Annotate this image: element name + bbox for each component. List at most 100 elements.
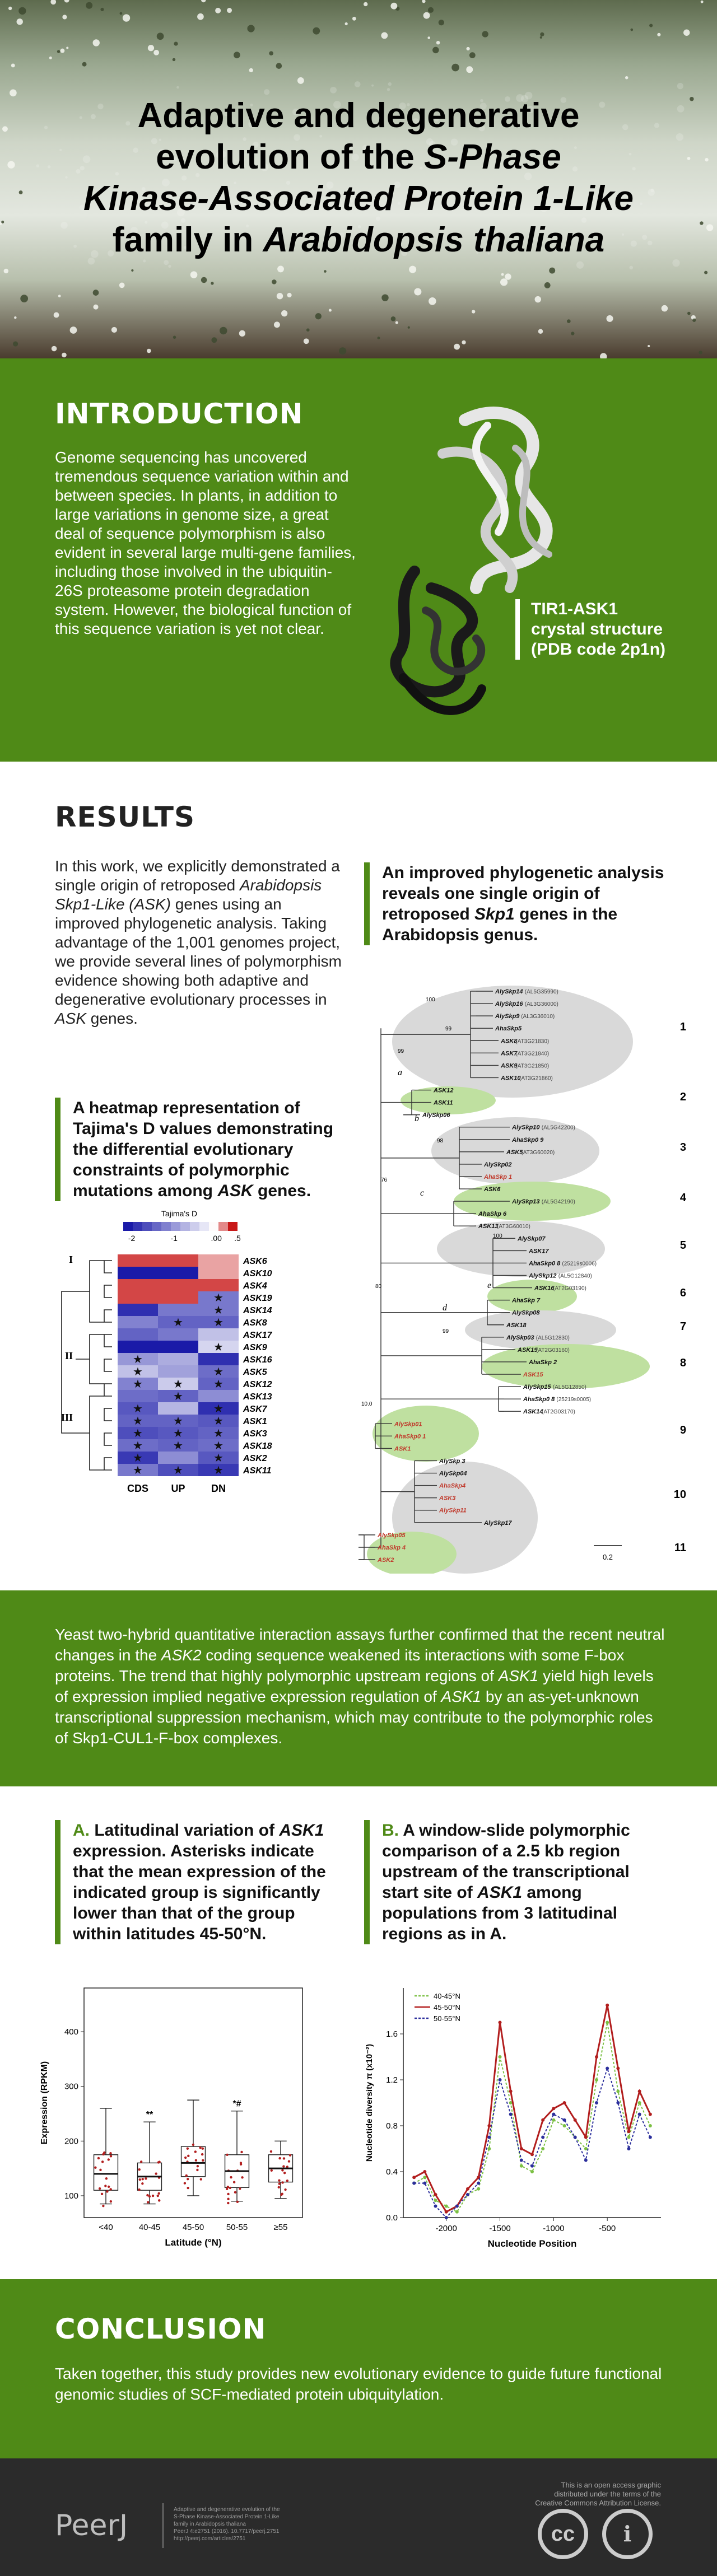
significance-star-icon: ★ (213, 1315, 224, 1329)
significance-star-icon: ★ (133, 1451, 143, 1464)
series-point (616, 2089, 620, 2093)
tree-leaf-label: AlySkp04 (439, 1471, 467, 1477)
flower-dot (581, 217, 587, 223)
tree-leaf-accession: (AL3G36000) (525, 1001, 558, 1007)
flower-dot (277, 265, 284, 273)
tree-node-letter: b (415, 1114, 419, 1123)
flower-dot (642, 235, 648, 240)
flower-dot (62, 15, 67, 20)
flower-dot (174, 41, 178, 46)
bootstrap-label: 100 (426, 997, 435, 1003)
text: Latitudinal variation of (90, 1821, 280, 1840)
flower-dot (576, 261, 584, 269)
text-italic: ASK1 (279, 1821, 324, 1840)
series-point (562, 2118, 566, 2122)
tree-leaf-accession: (AL5G35990) (525, 989, 558, 995)
flower-dot (145, 221, 148, 224)
dendrogram-branch (89, 1334, 104, 1384)
tree-leaf-label: AhaSkp 6 (478, 1211, 507, 1217)
flower-dot (328, 309, 332, 312)
heatmap-cell (158, 1328, 198, 1341)
series-point (530, 2170, 534, 2173)
data-point (101, 2160, 104, 2163)
text: among populations from 3 latitudinal reg… (382, 1883, 617, 1943)
heatmap-cell (118, 1427, 158, 1439)
footer-divider (162, 2503, 164, 2548)
flower-dot (11, 63, 15, 68)
heatmap-cell (158, 1427, 198, 1439)
yeast-body: Yeast two-hybrid quantitative interactio… (55, 1624, 665, 1748)
significance-star-icon: ★ (213, 1439, 224, 1452)
data-point (94, 2166, 97, 2169)
text: coding sequence weakened its interaction… (55, 1646, 625, 1684)
data-point (139, 2160, 143, 2163)
flower-dot (377, 150, 380, 153)
heatmap-row-label: ASK14 (243, 1306, 272, 1315)
creative-commons-icon[interactable]: cc (538, 2509, 588, 2559)
clade-number: 3 (680, 1141, 686, 1154)
flower-dot (87, 257, 95, 265)
series-point (541, 2118, 545, 2122)
significance-star-icon: ★ (213, 1377, 224, 1390)
heatmap-cell (158, 1464, 198, 1476)
caption-line: (PDB code 2p1n) (531, 640, 666, 659)
flower-dot (414, 288, 422, 296)
series-point (541, 2147, 545, 2150)
tree-leaf-label: AhaSkp0 9 (511, 1137, 544, 1144)
flower-dot (211, 282, 214, 285)
license-line: This is an open access graphic (561, 2481, 661, 2489)
flower-dot (423, 12, 430, 19)
heatmap-cell (118, 1390, 158, 1402)
flower-dot (276, 63, 282, 69)
flower-dot (352, 153, 359, 161)
flower-dot (16, 18, 23, 25)
flower-dot (661, 305, 668, 312)
series-point (552, 2118, 556, 2122)
tree-leaf-accession: (AL5G42190) (542, 1199, 575, 1205)
flower-dot (683, 29, 690, 36)
tree-leaf-label: AlySkp01 (394, 1421, 422, 1427)
tree-leaf-label: AlySkp03 (506, 1334, 534, 1341)
tree-leaf-accession: (AT3G60020) (521, 1150, 555, 1156)
tree-leaf-label: AlySkp02 (483, 1161, 512, 1168)
flower-dot (3, 268, 9, 274)
heatmap-cell (158, 1316, 198, 1328)
significance-star-icon: ★ (173, 1377, 183, 1390)
data-point (202, 2159, 204, 2162)
heatmap-cell (158, 1365, 198, 1378)
flower-dot (313, 27, 320, 35)
flower-dot (700, 0, 704, 3)
flower-dot (82, 62, 87, 67)
tree-branches (358, 991, 532, 1560)
flower-dot (333, 101, 341, 109)
text: A heatmap representation of Tajima's D v… (73, 1099, 334, 1200)
bootstrap-label: 99 (398, 1048, 404, 1054)
attribution-icon[interactable]: i (602, 2509, 653, 2559)
text: by an as-yet-unknown transcriptional sup… (55, 1688, 653, 1747)
heatmap-column-label: CDS (127, 1483, 148, 1494)
flower-dot (60, 222, 68, 229)
phylogeny-callout: An improved phylogenetic analysis reveal… (364, 862, 678, 945)
flower-dot (20, 295, 29, 302)
series-point (487, 2135, 491, 2139)
flower-dot (397, 202, 401, 205)
heatmap-cell (198, 1304, 239, 1316)
series-point (487, 2147, 491, 2150)
data-point (99, 2168, 102, 2172)
heatmap-cell (118, 1439, 158, 1452)
data-point (97, 2157, 100, 2160)
series-point (648, 2124, 652, 2127)
flower-dot (629, 265, 634, 270)
citation-link[interactable]: http://peerj.com/articles/2751 (174, 2536, 246, 2542)
peerj-logo[interactable]: PeerJ (55, 2509, 128, 2542)
flower-dot (281, 310, 288, 317)
text: yield high levels of expression implied … (55, 1667, 654, 1705)
flower-dot (180, 218, 186, 223)
flower-dot (172, 156, 178, 162)
text-italic: ASK1 (441, 1688, 482, 1705)
flower-dot (249, 68, 253, 73)
dendrogram-branch (104, 1309, 112, 1323)
flower-dot (190, 271, 198, 278)
dendrogram-branch (89, 1260, 104, 1323)
y-tick-label: 100 (64, 2191, 78, 2201)
